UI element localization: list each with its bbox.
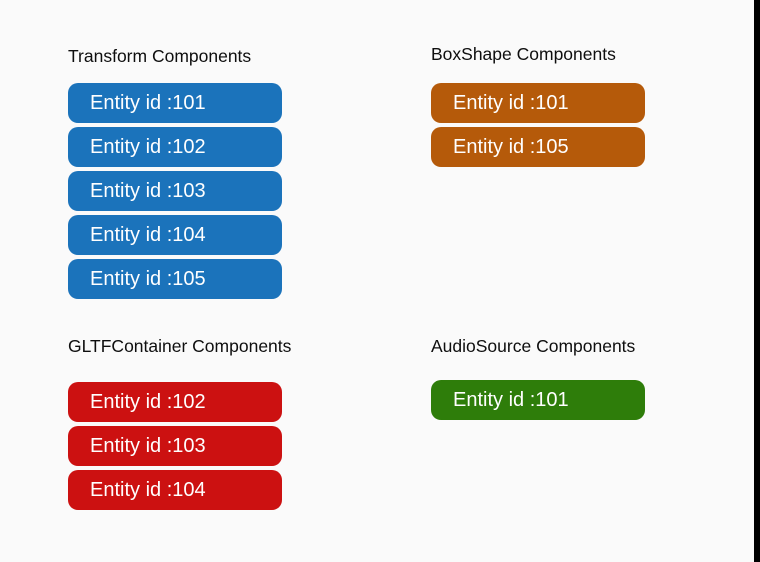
entity-pill-list: Entity id :101 — [431, 380, 645, 420]
section-title: GLTFContainer Components — [68, 336, 292, 356]
entity-pill-list: Entity id :101 Entity id :105 — [431, 83, 645, 167]
section-audiosource-components: AudioSource Components Entity id :101 — [431, 335, 645, 420]
section-gltfcontainer-components: GLTFContainer Components Entity id :102 … — [68, 335, 291, 510]
entity-pill[interactable]: Entity id :105 — [68, 259, 282, 299]
entity-pill[interactable]: Entity id :101 — [431, 380, 645, 420]
entity-pill[interactable]: Entity id :104 — [68, 215, 282, 255]
section-title: Transform Components — [68, 46, 252, 66]
section-title: BoxShape Components — [431, 44, 616, 64]
section-transform-components: Transform Components Entity id :101 Enti… — [68, 45, 282, 299]
entity-pill[interactable]: Entity id :101 — [431, 83, 645, 123]
right-edge-bar — [754, 0, 760, 562]
section-boxshape-components: BoxShape Components Entity id :101 Entit… — [431, 43, 645, 167]
entity-pill-list: Entity id :101 Entity id :102 Entity id … — [68, 83, 282, 299]
entity-pill[interactable]: Entity id :101 — [68, 83, 282, 123]
entity-pill[interactable]: Entity id :102 — [68, 382, 282, 422]
entity-pill[interactable]: Entity id :105 — [431, 127, 645, 167]
section-title: AudioSource Components — [431, 336, 636, 356]
entity-pill[interactable]: Entity id :104 — [68, 470, 282, 510]
entity-pill[interactable]: Entity id :102 — [68, 127, 282, 167]
entity-pill[interactable]: Entity id :103 — [68, 171, 282, 211]
entity-pill-list: Entity id :102 Entity id :103 Entity id … — [68, 382, 291, 510]
entity-pill[interactable]: Entity id :103 — [68, 426, 282, 466]
